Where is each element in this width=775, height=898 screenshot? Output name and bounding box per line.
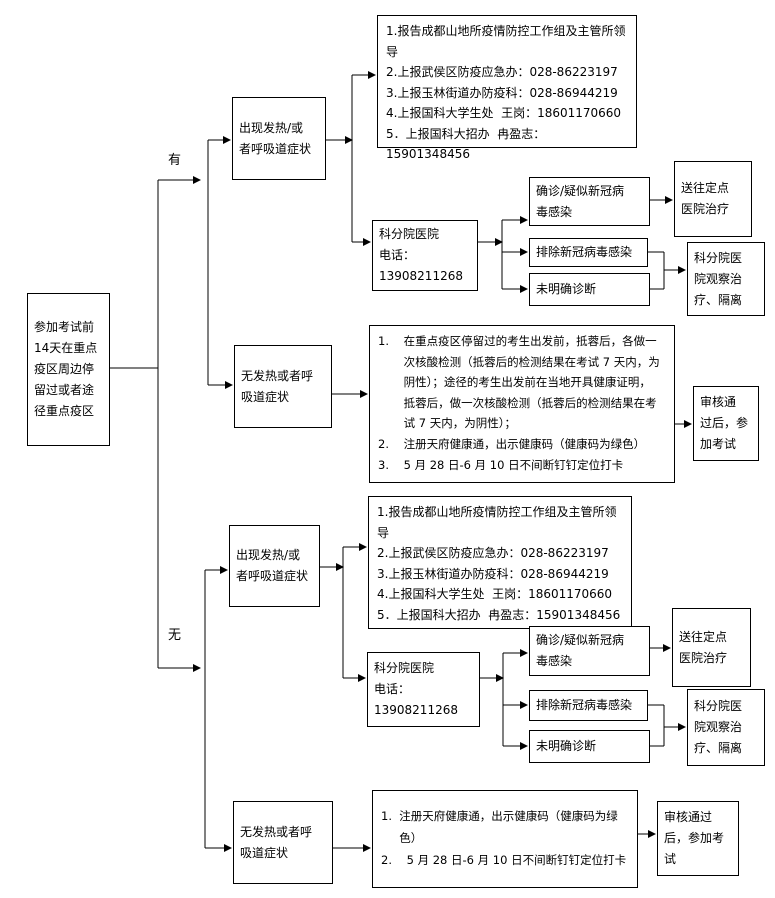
no-steps-box: 1. 注册天府健康通，出示健康码（健康码为绿 色） 2. 5 月 28 日-6 …	[372, 790, 638, 888]
report-line: 2.上报武侯区防疫应急办：028-86223197	[386, 65, 618, 79]
hospital-line: 13908211268	[374, 703, 458, 717]
hospital-line: 科分院医院	[374, 661, 435, 675]
report-line: 2.上报武侯区防疫应急办：028-86223197	[377, 546, 609, 560]
start-line: 参加考试前	[34, 320, 95, 334]
step-line: 试 7 天内，为阴性）；	[378, 416, 516, 431]
report-line: 导	[377, 525, 390, 540]
nofever-line: 无发热或者呼	[241, 368, 314, 383]
start-line: 疫区周边停	[34, 362, 95, 376]
approve-line: 审核通过	[664, 810, 713, 824]
hospital-line: 电话：	[374, 682, 411, 696]
hospital-line: 电话：	[379, 248, 416, 262]
step-line: 3. 5 月 28 日-6 月 10 日不间断钉钉定位打卡	[378, 457, 624, 472]
no-confirmed-box: 确诊/疑似新冠病 毒感染	[529, 626, 650, 676]
no-observe-box: 科分院医 院观察治 疗、隔离	[687, 689, 765, 766]
step-line: 2. 注册天府健康通，出示健康码（健康码为绿色）	[378, 436, 646, 451]
step-line: 抵蓉后，做一次核酸检测（抵蓉后的检测结果在考	[378, 395, 657, 410]
yes-hospital-box: 科分院医院 电话： 13908211268	[372, 220, 478, 291]
report-line: 4.上报国科大学生处 王岗：18601170660	[377, 587, 613, 601]
no-designated-hospital-box: 送往定点 医院治疗	[672, 608, 751, 687]
no-nofever-box: 无发热或者呼 吸道症状	[233, 801, 333, 884]
branch-label-no: 无	[168, 628, 182, 643]
confirmed-line: 毒感染	[536, 204, 573, 219]
observe-line: 疗、隔离	[694, 292, 743, 307]
report-line: 5．上报国科大招办 冉盈志：15901348456	[377, 607, 621, 622]
observe-line: 疗、隔离	[694, 741, 743, 755]
yes-nofever-box: 无发热或者呼 吸道症状	[234, 345, 332, 428]
no-approve-box: 审核通过 后，参加考 试	[657, 801, 739, 876]
step-line: 色）	[381, 831, 423, 845]
yes-approve-box: 审核通 过后，参 加考试	[693, 386, 759, 461]
approve-line: 后，参加考	[664, 831, 725, 845]
yes-fever-box: 出现发热/或 者呼吸道症状	[232, 97, 326, 180]
approve-line: 加考试	[700, 437, 737, 451]
start-line: 留过或者途	[34, 383, 95, 397]
designated-line: 送往定点	[679, 629, 728, 644]
observe-line: 院观察治	[694, 720, 743, 734]
report-line: 3.上报玉林街道办防疫科：028-86944219	[377, 566, 609, 581]
yes-fever-line: 出现发热/或	[239, 120, 304, 135]
no-hospital-box: 科分院医院 电话： 13908211268	[367, 652, 480, 727]
yes-steps-box: 1. 在重点疫区停留过的考生出发前，抵蓉后，各做一 次核酸检测（抵蓉后的检测结果…	[369, 325, 675, 483]
unclear-text: 未明确诊断	[536, 739, 597, 753]
yes-designated-hospital-box: 送往定点 医院治疗	[674, 161, 752, 237]
report-line: 4.上报国科大学生处 王岗：18601170660	[386, 106, 622, 120]
confirmed-line: 确诊/疑似新冠病	[536, 183, 625, 198]
step-line: 2. 5 月 28 日-6 月 10 日不间断钉钉定位打卡	[381, 853, 627, 867]
no-unclear-box: 未明确诊断	[529, 730, 650, 763]
start-condition-box: 参加考试前 14天在重点 疫区周边停 留过或者途 径重点疫区	[27, 293, 110, 446]
yes-unclear-box: 未明确诊断	[529, 273, 650, 306]
no-fever-line: 者呼吸道症状	[236, 569, 309, 583]
yes-observe-box: 科分院医 院观察治 疗、隔离	[687, 242, 765, 316]
step-line: 阴性）；途径的考生出发前在当地开具健康证明，	[378, 375, 651, 390]
hospital-line: 13908211268	[379, 269, 463, 283]
no-fever-box: 出现发热/或 者呼吸道症状	[229, 525, 320, 607]
approve-line: 过后，参	[700, 416, 749, 430]
hospital-line: 科分院医院	[379, 227, 440, 241]
observe-line: 院观察治	[694, 271, 743, 286]
designated-line: 医院治疗	[679, 650, 728, 665]
yes-confirmed-box: 确诊/疑似新冠病 毒感染	[529, 177, 650, 226]
designated-line: 送往定点	[681, 181, 730, 195]
observe-line: 科分院医	[694, 250, 743, 265]
start-line: 径重点疫区	[34, 404, 95, 418]
no-fever-line: 出现发热/或	[236, 548, 301, 562]
report-line: 导	[386, 44, 399, 59]
no-excluded-box: 排除新冠病毒感染	[529, 690, 648, 721]
report-line: 1.报告成都山地所疫情防控工作组及主管所领	[377, 505, 617, 519]
no-report-box: 1.报告成都山地所疫情防控工作组及主管所领 导 2.上报武侯区防疫应急办：028…	[368, 496, 632, 629]
excluded-text: 排除新冠病毒感染	[536, 245, 633, 259]
step-line: 次核酸检测（抵蓉后的检测结果在考试 7 天内，为	[378, 354, 660, 369]
nofever-line: 吸道症状	[240, 845, 289, 860]
step-line: 1. 在重点疫区停留过的考生出发前，抵蓉后，各做一	[378, 334, 657, 348]
branch-label-yes: 有	[168, 153, 182, 168]
step-line: 1. 注册天府健康通，出示健康码（健康码为绿	[381, 809, 618, 823]
yes-report-box: 1.报告成都山地所疫情防控工作组及主管所领 导 2.上报武侯区防疫应急办：028…	[377, 15, 637, 161]
yes-excluded-box: 排除新冠病毒感染	[529, 238, 648, 267]
excluded-text: 排除新冠病毒感染	[536, 698, 633, 712]
yes-fever-line: 者呼吸道症状	[239, 141, 312, 156]
unclear-text: 未明确诊断	[536, 282, 597, 296]
approve-line: 试	[664, 852, 677, 866]
confirmed-line: 确诊/疑似新冠病	[536, 633, 625, 647]
start-line: 14天在重点	[34, 341, 98, 355]
confirmed-line: 毒感染	[536, 654, 573, 668]
report-line: 5．上报国科大招办 冉盈志：15901348456	[386, 126, 546, 162]
nofever-line: 无发热或者呼	[240, 824, 313, 839]
report-line: 3.上报玉林街道办防疫科：028-86944219	[386, 85, 618, 100]
observe-line: 科分院医	[694, 699, 743, 713]
report-line: 1.报告成都山地所疫情防控工作组及主管所领	[386, 24, 626, 38]
approve-line: 审核通	[700, 395, 737, 409]
nofever-line: 吸道症状	[241, 389, 290, 404]
designated-line: 医院治疗	[681, 202, 730, 216]
